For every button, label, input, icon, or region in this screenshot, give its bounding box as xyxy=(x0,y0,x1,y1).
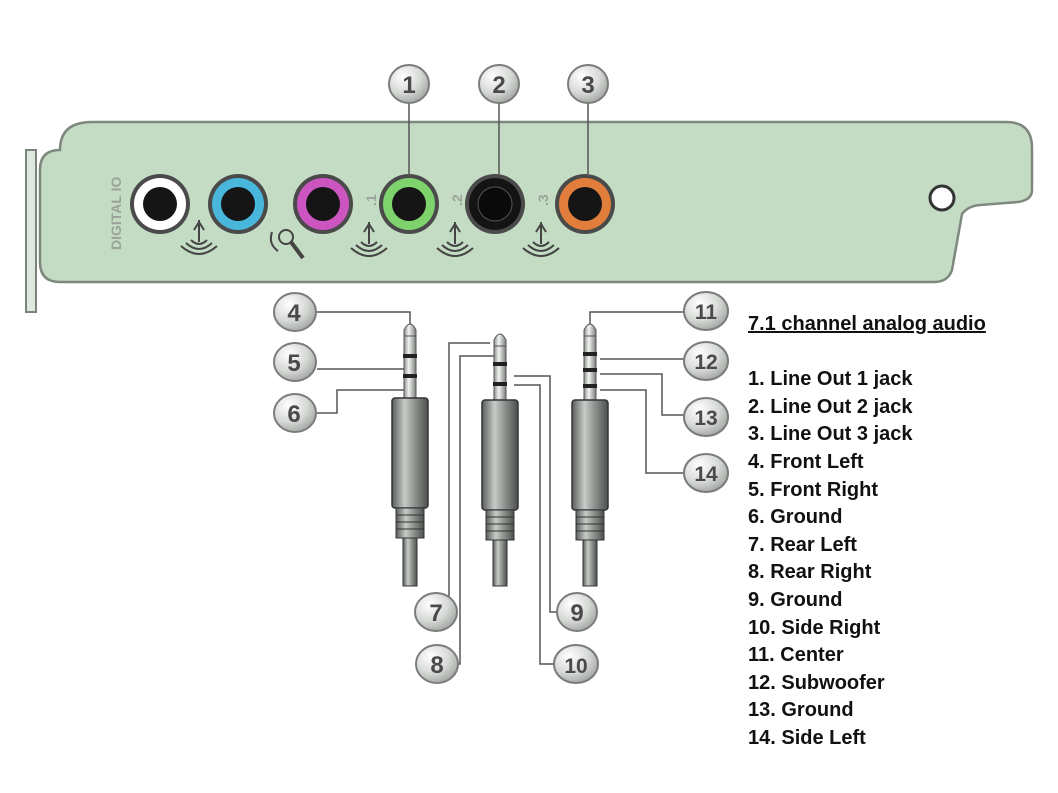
jack-line-out-2 xyxy=(465,174,525,234)
callout-label: 10 xyxy=(564,655,587,678)
jack-line-out-1 xyxy=(379,174,439,234)
legend-item: 3. Line Out 3 jack xyxy=(748,423,913,446)
legend-item: 14. Side Left xyxy=(748,726,866,749)
leader-lines xyxy=(317,102,686,665)
legend-title: 7.1 channel analog audio xyxy=(748,313,986,335)
legend-item: 5. Front Right xyxy=(748,478,878,501)
legend: 7.1 channel analog audio 1. Line Out 1 j… xyxy=(748,311,1048,753)
plug-front-channels xyxy=(391,323,429,587)
callout-2: 2 xyxy=(478,64,520,104)
callout-label: 12 xyxy=(694,351,717,374)
callout-13: 13 xyxy=(683,397,729,437)
jack-number-label-1: .1 xyxy=(363,194,379,206)
callout-8: 8 xyxy=(415,644,459,684)
legend-item: 2. Line Out 2 jack xyxy=(748,395,913,418)
callout-label: 9 xyxy=(570,600,583,627)
callout-9: 9 xyxy=(556,592,598,632)
jack-blue xyxy=(208,174,268,234)
callout-label: 8 xyxy=(430,652,443,679)
callout-label: 6 xyxy=(287,401,300,428)
plug-rear-channels xyxy=(481,333,519,587)
callout-label: 11 xyxy=(695,301,718,324)
callout-10: 10 xyxy=(553,644,599,684)
bracket-edge-flange xyxy=(25,149,37,313)
callout-label: 7 xyxy=(429,600,442,627)
jack-number-label-2: .2 xyxy=(449,194,465,206)
legend-item: 4. Front Left xyxy=(748,450,864,473)
jack-number-label-3: .3 xyxy=(535,194,551,206)
legend-item: 1. Line Out 1 jack xyxy=(748,368,913,391)
plug-center-sub-side xyxy=(571,323,609,587)
callout-7: 7 xyxy=(414,592,458,632)
legend-item: 13. Ground xyxy=(748,699,854,722)
legend-item: 6. Ground xyxy=(748,506,843,529)
digital-io-label: DIGITAL IO xyxy=(108,177,124,250)
callout-label: 5 xyxy=(287,350,300,377)
callout-14: 14 xyxy=(683,453,729,493)
bracket-mount-hole xyxy=(928,184,956,212)
bracket-plate xyxy=(38,120,1034,284)
callout-1: 1 xyxy=(388,64,430,104)
callout-label: 3 xyxy=(581,72,594,99)
callout-12: 12 xyxy=(683,341,729,381)
microphone-icon xyxy=(269,229,305,260)
legend-item: 9. Ground xyxy=(748,588,843,611)
callout-label: 4 xyxy=(287,300,301,327)
jack-pink xyxy=(293,174,353,234)
callout-label: 1 xyxy=(402,72,415,99)
legend-item: 10. Side Right xyxy=(748,616,881,639)
legend-item: 7. Rear Left xyxy=(748,533,857,556)
callout-label: 2 xyxy=(492,72,505,99)
callout-label: 13 xyxy=(694,407,717,430)
legend-item: 8. Rear Right xyxy=(748,561,872,584)
callout-11: 11 xyxy=(683,291,729,331)
callout-4: 4 xyxy=(273,292,317,332)
callout-5: 5 xyxy=(273,342,317,382)
callout-label: 14 xyxy=(694,463,718,486)
jack-digital-io xyxy=(130,174,190,234)
legend-item: 12. Subwoofer xyxy=(748,671,885,694)
jack-line-out-3 xyxy=(555,174,615,234)
legend-item: 11. Center xyxy=(748,644,844,667)
callout-3: 3 xyxy=(567,64,609,104)
pci-bracket: DIGITAL IO xyxy=(25,120,1034,313)
callout-6: 6 xyxy=(273,393,317,433)
